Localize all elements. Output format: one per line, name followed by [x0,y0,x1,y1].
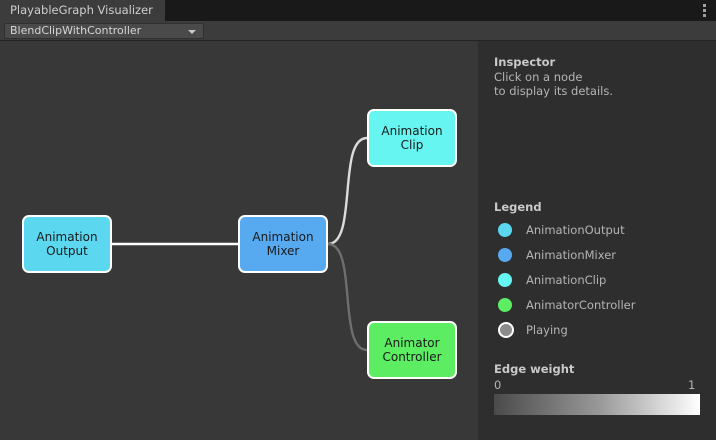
tab-playablegraph-visualizer[interactable]: PlayableGraph Visualizer [0,0,165,21]
legend-title: Legend [494,200,542,214]
kebab-menu-icon[interactable] [703,4,707,18]
graph-selector-value: BlendClipWithController [10,24,142,37]
legend-item-label: AnimatorController [526,298,636,312]
graph-node-mixer[interactable]: Animation Mixer [238,215,328,273]
graph-canvas[interactable]: Animation Output Animation Mixer Animation… [0,41,478,440]
side-panel: Inspector Click on a node to display its… [478,41,716,440]
edge-weight-min: 0 [494,378,502,392]
graph-edge-clip-to-mixer [326,136,369,246]
legend-color-swatch-icon [498,273,512,287]
legend-color-swatch-icon [498,223,512,237]
legend-color-swatch-icon [498,322,514,338]
kebab-dot [703,14,706,17]
edge-weight-max: 1 [688,378,696,392]
graph-node-label: Animation Clip [381,123,443,153]
graph-node-label: Animation Mixer [252,229,314,259]
chevron-down-icon [188,30,196,34]
edge-weight-title: Edge weight [494,362,575,376]
legend-color-swatch-icon [498,298,512,312]
graph-node-label: Animation Output [36,229,98,259]
graph-node-label: Animator Controller [382,335,442,365]
tab-bar: PlayableGraph Visualizer [0,0,716,21]
graph-node-clip[interactable]: Animation Clip [367,109,457,167]
legend-item-label: AnimationOutput [526,223,625,237]
legend-item-label: Playing [526,323,568,337]
graph-edges [110,136,369,352]
inspector-message: Click on a node to display its details. [494,70,614,98]
graph-edge-controller-to-mixer [326,242,369,352]
graph-selector-dropdown[interactable]: BlendClipWithController [4,23,204,39]
legend-item-label: AnimationMixer [526,248,617,262]
inspector-title: Inspector [494,55,556,69]
legend-color-swatch-icon [498,248,512,262]
kebab-dot [703,4,706,7]
legend-item-label: AnimationClip [526,273,607,287]
graph-node-controller[interactable]: Animator Controller [367,321,457,379]
toolbar: BlendClipWithController [0,21,716,41]
graph-node-output[interactable]: Animation Output [22,215,112,273]
kebab-dot [703,9,706,12]
edge-weight-gradient [494,394,700,415]
